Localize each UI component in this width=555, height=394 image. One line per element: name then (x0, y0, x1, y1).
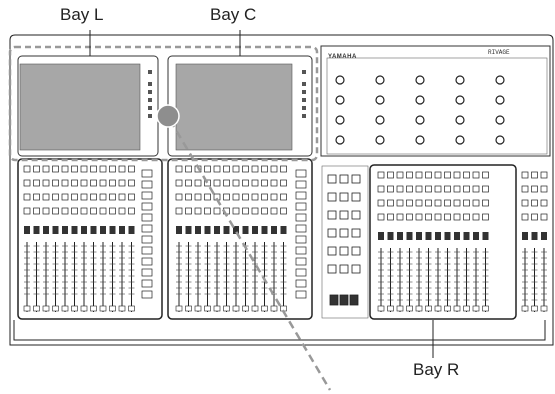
center-key (352, 175, 360, 183)
side-key (142, 236, 152, 243)
center-key (340, 175, 348, 183)
bay-c (168, 56, 312, 319)
bay-c-touchscreen (176, 64, 292, 150)
bay-l-label: Bay L (60, 5, 103, 25)
model-logo: RIVAGE (488, 49, 510, 56)
side-key (142, 203, 152, 210)
center-key (340, 265, 348, 273)
center-key (352, 211, 360, 219)
side-key (142, 214, 152, 221)
side-key (142, 181, 152, 188)
side-key (142, 192, 152, 199)
center-key (340, 229, 348, 237)
side-key (296, 247, 306, 254)
side-key (296, 170, 306, 177)
side-key (142, 269, 152, 276)
side-key (296, 291, 306, 298)
center-key (352, 265, 360, 273)
side-key (142, 247, 152, 254)
center-key (340, 193, 348, 201)
center-key (328, 229, 336, 237)
side-key (296, 236, 306, 243)
side-key (296, 181, 306, 188)
bay-l (18, 56, 162, 319)
side-key (142, 170, 152, 177)
callout-marker (157, 105, 179, 127)
center-key (352, 247, 360, 255)
bay-l-touchscreen (20, 64, 140, 150)
side-key (296, 258, 306, 265)
side-key (142, 225, 152, 232)
side-key (296, 225, 306, 232)
center-key (352, 193, 360, 201)
center-key (328, 247, 336, 255)
center-key (340, 211, 348, 219)
side-key (142, 291, 152, 298)
side-key (296, 192, 306, 199)
center-key (328, 211, 336, 219)
center-key (328, 265, 336, 273)
center-key (328, 193, 336, 201)
side-key (296, 280, 306, 287)
center-key (352, 229, 360, 237)
side-key (296, 203, 306, 210)
side-key (142, 258, 152, 265)
center-key (340, 247, 348, 255)
center-key (328, 175, 336, 183)
side-key (142, 280, 152, 287)
brand-logo: YAMAHA (328, 54, 357, 60)
bay-r-label: Bay R (413, 360, 459, 380)
side-key (296, 269, 306, 276)
bay-c-label: Bay C (210, 5, 256, 25)
side-key (296, 214, 306, 221)
